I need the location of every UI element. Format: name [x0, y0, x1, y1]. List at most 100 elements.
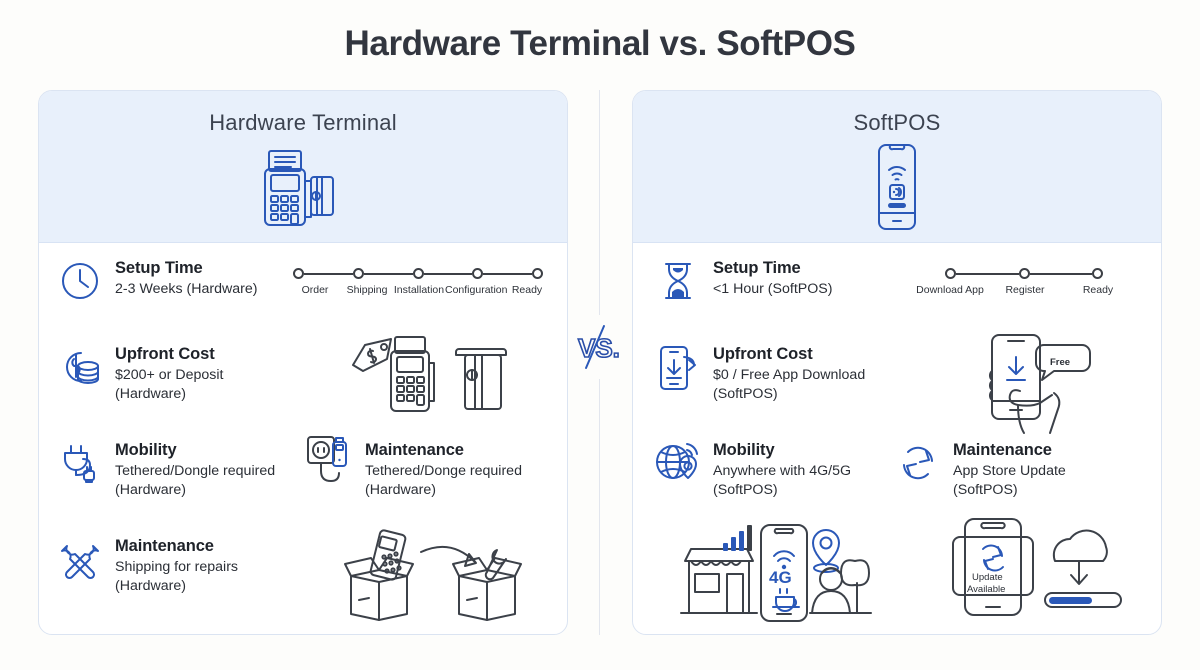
progress-fill [1049, 597, 1092, 604]
timeline-dot [293, 268, 304, 279]
power-plug-icon [57, 440, 103, 486]
page-title: Hardware Terminal vs. SoftPOS [344, 24, 856, 63]
feature-subtitle-line1: Tethered/Donge required [365, 463, 522, 479]
feature-subtitle-line2: (Hardware) [365, 481, 436, 498]
vs-divider: VS. [568, 90, 632, 635]
panel-hardware-terminal: Hardware Terminal [38, 90, 568, 635]
feature-maintenance-hardware-dongle: Maintenance Tethered/Donge required (Har… [307, 436, 551, 499]
timeline-label: Installation [393, 284, 445, 296]
feature-text-upfront-cost-hardware: Upfront Cost $200+ or Deposit (Hardware) [115, 343, 223, 403]
feature-title: Mobility [713, 441, 775, 459]
feature-text-mobility-softpos: Mobility Anywhere with 4G/5G (SoftPOS) [713, 439, 851, 499]
coins-dollar-icon [57, 344, 103, 390]
4g-label: 4G [769, 568, 792, 587]
hand-phone-free-download-illustration: Free [978, 331, 1102, 435]
feature-subtitle-line2: (Hardware) [115, 577, 186, 594]
feature-setup-time-softpos: Setup Time <1 Hour (SoftPOS) [633, 257, 903, 304]
timeline-label: Ready [511, 284, 543, 296]
feature-row-upfront-cost-softpos: Upfront Cost $0 / Free App Download (Sof… [633, 334, 1161, 434]
feature-row-upfront-cost-hardware: Upfront Cost $200+ or Deposit (Hardware) [39, 336, 567, 412]
smartphone-contactless-icon [633, 143, 1161, 231]
feature-subtitle-line1: $200+ or Deposit [115, 367, 224, 383]
feature-subtitle-line1: App Store Update [953, 463, 1066, 479]
timeline-label: Order [301, 284, 329, 296]
panel-header-hardware: Hardware Terminal [39, 91, 567, 243]
feature-subtitle-line1: $0 / Free App Download [713, 367, 866, 383]
feature-text-mobility-hardware: Mobility Tethered/Dongle required (Hardw… [115, 439, 275, 499]
panel-header-title-hardware: Hardware Terminal [209, 110, 397, 135]
globe-location-icon [655, 440, 701, 486]
timeline-dot [352, 268, 364, 279]
feature-subtitle: 2-3 Weeks (Hardware) [115, 281, 258, 297]
feature-setup-time-hardware: Setup Time 2-3 Weeks (Hardware) [39, 257, 289, 304]
feature-subtitle-line1: Anywhere with 4G/5G [713, 463, 851, 479]
timeline-label: Register [1005, 284, 1045, 296]
feature-title: Upfront Cost [115, 345, 215, 363]
shipping-box-repair-illustration [339, 529, 539, 622]
feature-text-setup-time-hardware: Setup Time 2-3 Weeks (Hardware) [115, 257, 257, 299]
timeline-segment [956, 272, 1019, 275]
feature-subtitle-line2: (SoftPOS) [953, 481, 1018, 498]
feature-upfront-cost-softpos: Upfront Cost $0 / Free App Download (Sof… [633, 343, 933, 403]
feature-subtitle-line2: (Hardware) [115, 385, 186, 402]
feature-subtitle-line1: Shipping for repairs [115, 559, 239, 575]
feature-row-setup-time-softpos: Setup Time <1 Hour (SoftPOS) Download Ap… [633, 257, 1161, 304]
timeline-dot [1092, 268, 1103, 279]
feature-upfront-cost-hardware: Upfront Cost $200+ or Deposit (Hardware) [39, 343, 304, 403]
feature-row-mobility-maintenance-softpos: Mobility Anywhere with 4G/5G (SoftPOS) [633, 439, 1161, 499]
refresh-sync-icon [895, 440, 941, 486]
feature-text-maintenance-softpos: Maintenance App Store Update (SoftPOS) [953, 439, 1066, 499]
shop-phone-4g-location-people-illustration: 4G [679, 519, 873, 627]
feature-row-setup-time-hardware: Setup Time 2-3 Weeks (Hardware) [39, 257, 567, 304]
feature-title: Upfront Cost [713, 345, 813, 363]
feature-title: Mobility [115, 441, 177, 459]
hourglass-icon [655, 258, 701, 304]
timeline-segment [423, 272, 473, 275]
feature-title: Setup Time [713, 259, 801, 277]
feature-title: Maintenance [365, 441, 464, 459]
card-payment-terminal-icon [39, 143, 567, 229]
feature-text-maintenance-hardware-dongle: Maintenance Tethered/Donge required (Har… [365, 439, 522, 499]
feature-rows-softpos: Setup Time <1 Hour (SoftPOS) Download Ap… [633, 243, 1161, 634]
vs-badge: VS. [568, 315, 632, 379]
panel-header-title-softpos: SoftPOS [853, 110, 941, 135]
feature-subtitle-line1: Tethered/Dongle required [115, 463, 276, 479]
timeline-dot [412, 268, 424, 279]
phone-download-icon [655, 344, 701, 390]
panel-header-softpos: SoftPOS [633, 91, 1161, 243]
timeline-segment [363, 272, 413, 275]
timeline-dot [945, 268, 956, 279]
timeline-segment [483, 272, 532, 275]
update-label-line2: Available [967, 584, 1005, 595]
timeline-segment [304, 272, 353, 275]
feature-subtitle: <1 Hour (SoftPOS) [713, 281, 833, 297]
timeline-label: Shipping [346, 284, 388, 296]
feature-subtitle-line2: (SoftPOS) [713, 385, 778, 402]
timeline-dot [472, 268, 484, 279]
feature-text-maintenance-hardware: Maintenance Shipping for repairs (Hardwa… [115, 535, 238, 595]
phone-update-cloud-download-illustration: Update Available [945, 517, 1135, 621]
timeline-label: Ready [1082, 284, 1114, 296]
feature-subtitle-line2: (Hardware) [115, 481, 186, 498]
panel-softpos: SoftPOS [632, 90, 1162, 635]
feature-mobility-hardware: Mobility Tethered/Dongle required (Hardw… [39, 439, 307, 499]
feature-row-maintenance-hardware: Maintenance Shipping for repairs (Hardwa… [39, 529, 567, 621]
feature-title: Maintenance [115, 537, 214, 555]
timeline-label: Configuration [445, 284, 508, 296]
feature-text-upfront-cost-softpos: Upfront Cost $0 / Free App Download (Sof… [713, 343, 865, 403]
feature-rows-hardware: Setup Time 2-3 Weeks (Hardware) [39, 243, 567, 634]
wall-socket-usb-dongle-icon [307, 436, 353, 486]
update-label-line1: Update [972, 572, 1003, 583]
feature-title: Setup Time [115, 259, 203, 277]
feature-subtitle-line2: (SoftPOS) [713, 481, 778, 498]
feature-title: Maintenance [953, 441, 1052, 459]
feature-mobility-softpos: Mobility Anywhere with 4G/5G (SoftPOS) [633, 439, 895, 499]
timeline-hardware: Order Shipping Installation Configuratio… [289, 257, 547, 296]
clock-icon [57, 258, 103, 304]
feature-maintenance-hardware: Maintenance Shipping for repairs (Hardwa… [39, 535, 304, 595]
timeline-segment [1029, 272, 1092, 275]
timeline-dot [1018, 268, 1030, 279]
price-tag-terminal-card-illustration [339, 335, 529, 427]
wrench-screwdriver-icon [57, 536, 103, 582]
